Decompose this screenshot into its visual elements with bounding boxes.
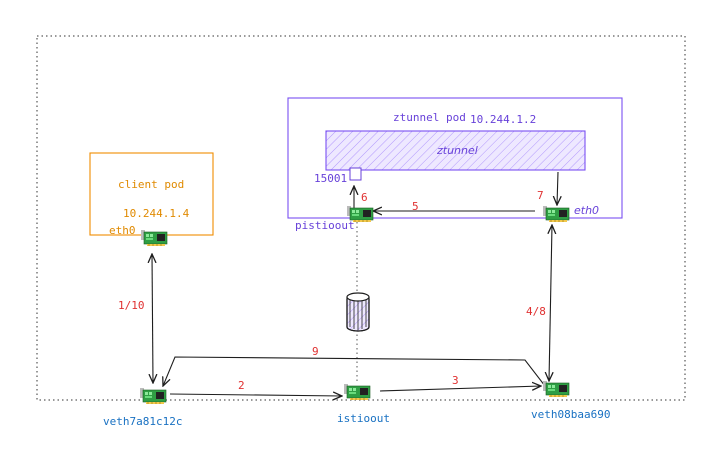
ztunnel-process-label: ztunnel xyxy=(437,144,478,157)
client-pod-eth0-label: eth0 xyxy=(109,224,136,237)
ztunnel-process-box xyxy=(325,130,586,171)
arrow-3 xyxy=(379,386,541,392)
arrow-1-10 xyxy=(152,254,153,383)
ztunnel-pod-title: ztunnel pod xyxy=(393,111,466,124)
client-pod-box xyxy=(89,152,214,236)
arrow-7 xyxy=(557,171,558,205)
node-boundary xyxy=(36,35,686,401)
pistioout-label: pistioout xyxy=(295,219,355,232)
step-label-2: 2 xyxy=(238,379,245,392)
veth-client-label: veth7a81c12c xyxy=(103,415,183,428)
arrow-9 xyxy=(163,356,546,386)
cylinder-disk-icon xyxy=(346,292,370,332)
port-15001-label: 15001 xyxy=(314,172,348,185)
port-15001-square xyxy=(349,167,362,181)
network-card-icon xyxy=(139,387,167,405)
arrow-4-8 xyxy=(549,225,552,381)
step-label-4-8: 4/8 xyxy=(526,305,546,318)
ztunnel-pod-box xyxy=(287,97,623,219)
client-pod-ip: 10.244.1.4 xyxy=(123,207,190,220)
ztunnel-eth0-label: eth0 xyxy=(574,204,600,217)
step-label-1-10: 1/10 xyxy=(118,299,145,312)
ztunnel-pod-ip: 10.244.1.2 xyxy=(470,113,537,126)
step-label-7: 7 xyxy=(537,189,544,202)
network-card-icon xyxy=(542,205,570,223)
network-card-icon xyxy=(542,380,570,398)
arrow-2 xyxy=(169,394,342,396)
step-label-9: 9 xyxy=(312,345,319,358)
network-card-icon xyxy=(343,383,371,401)
client-pod-title: client pod xyxy=(118,178,185,191)
network-card-icon xyxy=(140,229,168,247)
step-label-3: 3 xyxy=(452,374,459,387)
istioout-label: istioout xyxy=(337,412,390,425)
step-label-5: 5 xyxy=(412,200,419,213)
veth-ztunnel-label: veth08baa690 xyxy=(531,408,611,421)
step-label-6: 6 xyxy=(361,191,368,204)
